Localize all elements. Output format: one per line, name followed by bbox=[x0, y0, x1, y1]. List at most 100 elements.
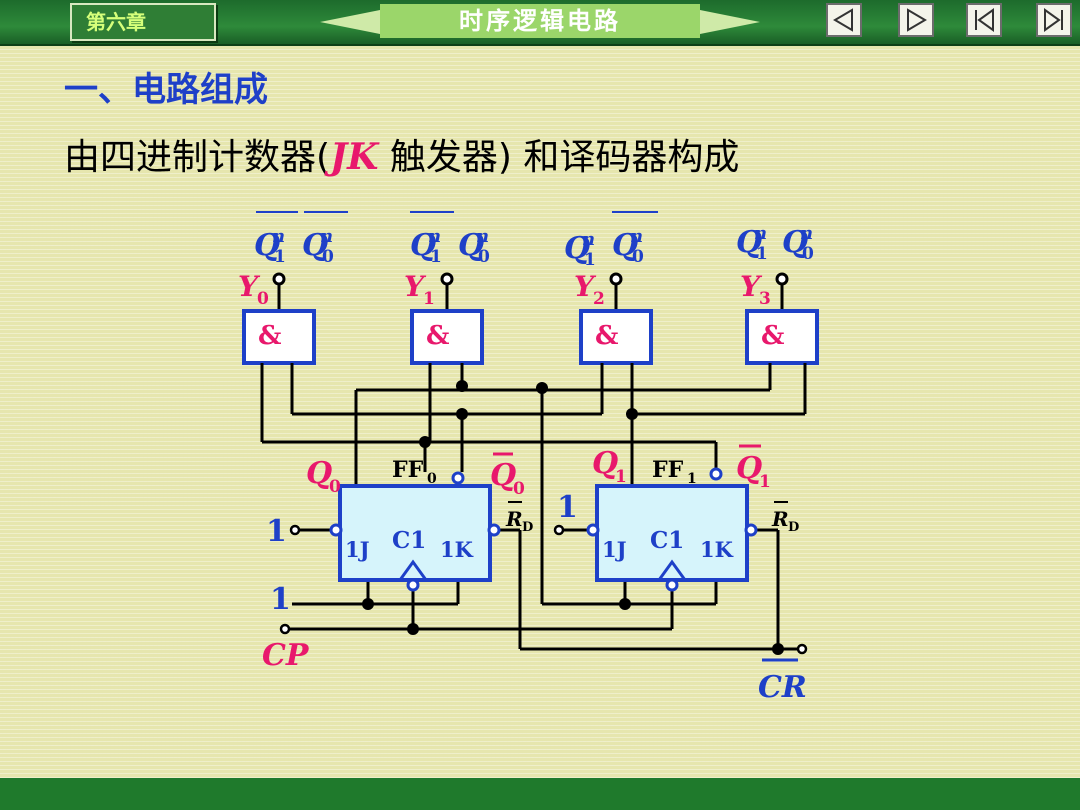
and-gate-1: & bbox=[410, 309, 484, 365]
svg-text:1J: 1J bbox=[602, 537, 627, 562]
svg-text:Q: Q bbox=[302, 228, 328, 263]
next-icon bbox=[907, 8, 927, 32]
svg-text:1: 1 bbox=[756, 244, 768, 264]
svg-text:Y: Y bbox=[238, 270, 261, 303]
q0-bar-output: Q0 bbox=[490, 452, 525, 499]
gate3-input-label: Qn1 Qn0 bbox=[736, 223, 814, 264]
flip-flop-0: 1J C1 1K bbox=[329, 471, 501, 592]
desc-jk: JK bbox=[330, 136, 379, 178]
gate2-input-label: Qn1 Qn0 bbox=[564, 211, 658, 270]
next-button[interactable] bbox=[898, 3, 934, 37]
previous-icon bbox=[833, 8, 853, 32]
svg-text:FF: FF bbox=[392, 457, 424, 483]
svg-text:Q: Q bbox=[592, 446, 618, 481]
cr-label: CR bbox=[758, 658, 807, 705]
svg-text:C1: C1 bbox=[650, 527, 684, 554]
svg-text:Q: Q bbox=[254, 228, 280, 263]
svg-text:Y: Y bbox=[740, 270, 763, 303]
svg-text:0: 0 bbox=[802, 244, 814, 264]
gate1-input-label: Qn1 Qn0 bbox=[410, 211, 490, 267]
chapter-label: 第六章 bbox=[70, 3, 216, 41]
chapter-title: 时序逻辑电路 bbox=[380, 4, 700, 38]
svg-text:Q: Q bbox=[736, 451, 762, 486]
desc-prefix: 由四进制计数器( bbox=[64, 137, 331, 178]
svg-text:1: 1 bbox=[423, 289, 435, 309]
svg-text:Q: Q bbox=[612, 228, 638, 263]
svg-text:0: 0 bbox=[478, 247, 490, 267]
svg-text:1: 1 bbox=[584, 250, 596, 270]
svg-text:&: & bbox=[595, 321, 618, 351]
svg-text:0: 0 bbox=[329, 477, 341, 497]
svg-text:&: & bbox=[426, 321, 449, 351]
svg-text:Y: Y bbox=[404, 270, 427, 303]
svg-text:n: n bbox=[582, 229, 595, 250]
section-heading: 一、电路组成 bbox=[64, 70, 268, 110]
svg-text:1: 1 bbox=[759, 472, 771, 492]
title-arrows bbox=[320, 10, 760, 34]
and-gate-3: & bbox=[745, 309, 819, 365]
svg-text:Q: Q bbox=[564, 231, 590, 266]
input-one-k0: 1 bbox=[270, 582, 291, 617]
svg-text:0: 0 bbox=[322, 247, 334, 267]
svg-text:3: 3 bbox=[759, 289, 771, 309]
svg-text:D: D bbox=[522, 520, 533, 535]
q1-bar-output: Q1 bbox=[736, 444, 771, 492]
svg-text:C1: C1 bbox=[392, 527, 426, 554]
prev-button[interactable] bbox=[826, 3, 862, 37]
svg-text:2: 2 bbox=[593, 289, 605, 309]
section-description: 由四进制计数器(JK 触发器) 和译码器构成 bbox=[64, 128, 739, 180]
svg-text:Q: Q bbox=[306, 456, 332, 491]
bottom-bar bbox=[0, 778, 1080, 810]
input-one-j0: 1 bbox=[266, 514, 287, 549]
svg-text:1K: 1K bbox=[700, 537, 734, 562]
svg-text:n: n bbox=[476, 226, 489, 247]
svg-text:0: 0 bbox=[632, 247, 644, 267]
svg-text:n: n bbox=[428, 226, 441, 247]
svg-text:CR: CR bbox=[758, 670, 807, 705]
svg-text:R: R bbox=[505, 507, 523, 531]
svg-text:1K: 1K bbox=[440, 537, 474, 562]
svg-text:&: & bbox=[258, 321, 281, 351]
svg-text:Q: Q bbox=[736, 225, 762, 260]
last-button[interactable] bbox=[1036, 3, 1072, 37]
svg-text:1J: 1J bbox=[345, 537, 370, 562]
svg-text:1: 1 bbox=[687, 471, 697, 487]
svg-text:n: n bbox=[320, 226, 333, 247]
and-gate-2: & bbox=[579, 309, 653, 365]
input-one-j1: 1 bbox=[557, 490, 578, 525]
gate0-input-label: Qn1 Qn0 bbox=[254, 211, 348, 267]
first-button[interactable] bbox=[966, 3, 1002, 37]
svg-text:0: 0 bbox=[427, 471, 437, 487]
svg-text:n: n bbox=[630, 226, 643, 247]
svg-text:0: 0 bbox=[257, 289, 269, 309]
svg-text:n: n bbox=[800, 223, 813, 244]
flip-flop-1: 1J C1 1K bbox=[586, 467, 758, 592]
last-page-icon bbox=[1044, 8, 1063, 32]
cp-label: CP bbox=[262, 638, 310, 673]
svg-text:D: D bbox=[788, 520, 799, 535]
svg-text:Q: Q bbox=[782, 225, 808, 260]
svg-text:Q: Q bbox=[458, 228, 484, 263]
first-page-icon bbox=[975, 8, 994, 32]
svg-text:1: 1 bbox=[430, 247, 442, 267]
and-gate-0: & bbox=[242, 309, 316, 365]
svg-text:Q: Q bbox=[490, 458, 516, 493]
svg-text:Q: Q bbox=[410, 228, 436, 263]
svg-text:&: & bbox=[761, 321, 784, 351]
svg-text:n: n bbox=[754, 223, 767, 244]
wiring bbox=[260, 363, 807, 651]
svg-text:Y: Y bbox=[574, 270, 597, 303]
q0-output: Q0 bbox=[306, 456, 341, 497]
desc-suffix: 触发器) 和译码器构成 bbox=[389, 137, 740, 178]
svg-text:FF: FF bbox=[652, 457, 684, 483]
svg-text:1: 1 bbox=[615, 467, 627, 487]
svg-text:R: R bbox=[771, 507, 789, 531]
